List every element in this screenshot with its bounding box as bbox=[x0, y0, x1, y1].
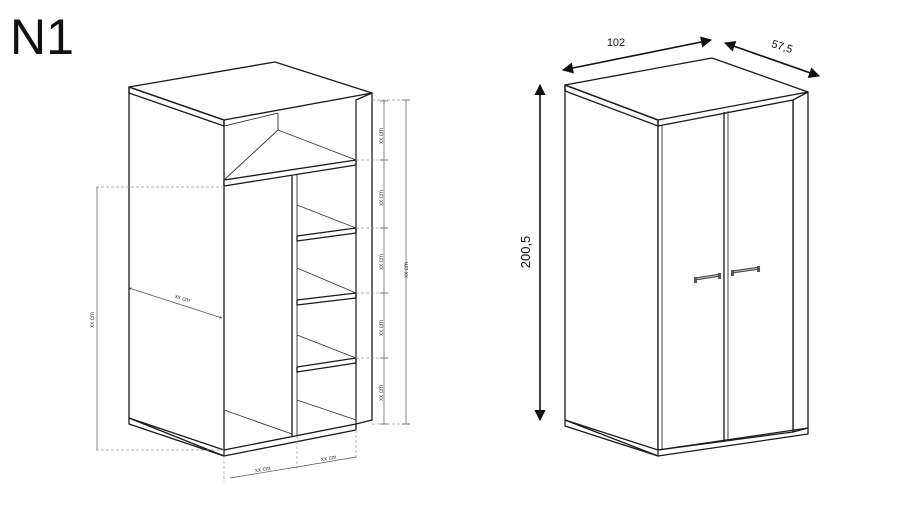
wardrobe-front bbox=[657, 99, 794, 451]
shelves bbox=[296, 204, 357, 421]
shelf-height-label-1: xx cm bbox=[379, 128, 385, 144]
width-value: 102 bbox=[607, 37, 625, 49]
hanging-height-label: xx cm bbox=[90, 312, 96, 328]
shelf-height-label-5: xx cm bbox=[379, 385, 385, 401]
width-arrow bbox=[561, 36, 713, 74]
open-wardrobe: xx cm xx cm xx cm xx cm xx cm xx cm xx c… bbox=[90, 61, 410, 482]
height-value: 200,5 bbox=[518, 236, 533, 269]
bottom-width-label-right: xx cm bbox=[321, 455, 337, 463]
model-title: N1 bbox=[10, 9, 74, 65]
bottom-width-label-left: xx cm bbox=[255, 466, 271, 474]
shelf-height-label-4: xx cm bbox=[379, 320, 385, 336]
shelf-height-label-2: xx cm bbox=[379, 190, 385, 206]
total-height-label: xx cm bbox=[404, 262, 410, 278]
depth-label: xx cm bbox=[174, 294, 191, 305]
door-handles bbox=[694, 266, 761, 283]
wardrobe-side-panel bbox=[564, 84, 659, 457]
left-side-panel bbox=[128, 86, 225, 457]
shelf-height-label-3: xx cm bbox=[379, 254, 385, 270]
depth-arrow bbox=[723, 41, 821, 78]
right-side-edge bbox=[355, 92, 373, 425]
upper-shelf bbox=[223, 159, 357, 187]
closed-wardrobe: 102 57,5 200,5 bbox=[518, 36, 821, 457]
wardrobe-right-edge bbox=[792, 91, 809, 433]
depth-value: 57,5 bbox=[770, 38, 794, 56]
